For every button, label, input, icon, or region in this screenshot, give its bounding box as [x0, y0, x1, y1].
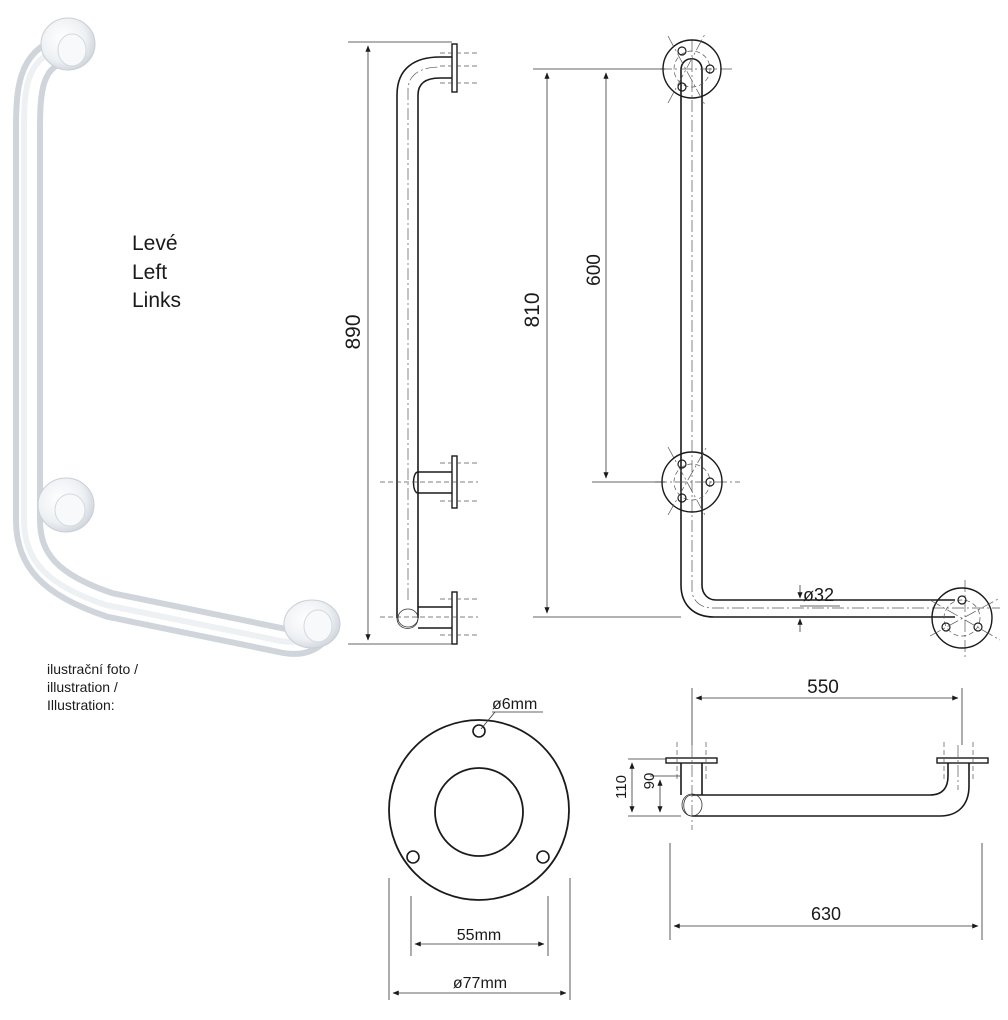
variant-label-cs: Levé — [132, 232, 178, 255]
flange-spacing-dimension: 600 — [584, 254, 605, 286]
plate-hole-dimension: ø6mm — [492, 696, 537, 713]
top-length-dimension: 550 — [807, 677, 839, 698]
front-view — [533, 33, 1001, 660]
plate-outer-dimension: ø77mm — [453, 975, 507, 992]
side-view — [348, 41, 478, 645]
photo-caption-en: illustration / — [47, 679, 118, 695]
depth-outer-dimension: 110 — [613, 775, 630, 799]
variant-label-de: Links — [132, 289, 182, 312]
front-height-dimension: 810 — [521, 292, 544, 327]
top-view — [628, 688, 989, 940]
mounting-plate — [388, 711, 571, 1000]
side-height-dimension: 890 — [342, 314, 365, 349]
tube-diameter-dimension: ø32 — [803, 585, 834, 605]
depth-inner-dimension: 90 — [641, 773, 658, 790]
photo-caption-cs: ilustrační foto / — [47, 661, 139, 677]
front-right-flange — [929, 587, 1001, 649]
photo-caption: ilustrační foto / illustration / Illustr… — [47, 660, 138, 714]
overall-length-dimension: 630 — [811, 904, 841, 924]
variant-labels: Levé Left Links — [132, 230, 181, 316]
variant-label-en: Left — [132, 260, 168, 284]
grab-bar-photo — [12, 17, 341, 657]
photo-caption-de: Illustration: — [47, 697, 115, 713]
plate-inner-dimension: 55mm — [457, 927, 501, 944]
